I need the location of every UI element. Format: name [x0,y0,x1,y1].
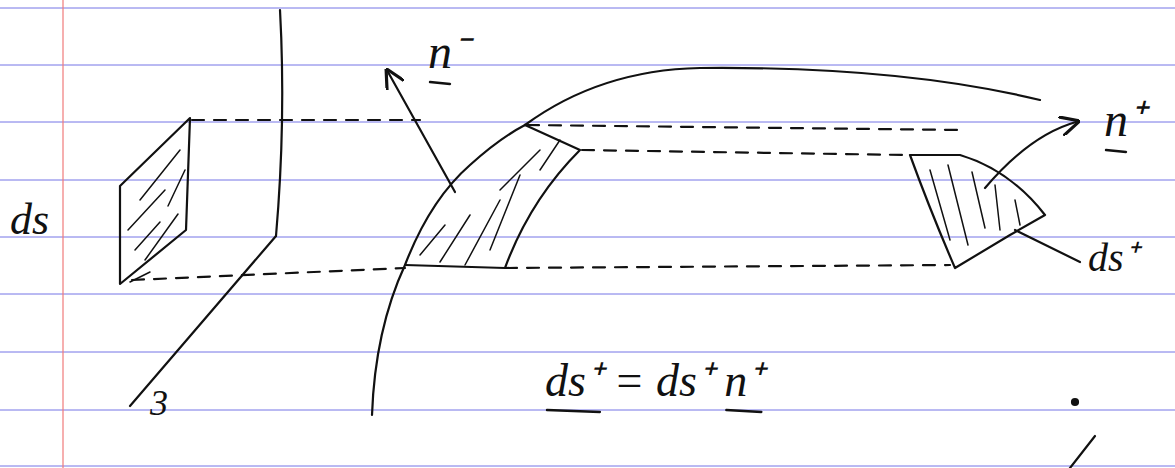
surface-outline [525,68,1040,125]
hatching [128,150,185,282]
ruled-line [0,65,1175,66]
normal-arrow [985,122,1076,188]
normal-arrow [388,72,455,192]
axis-line [130,236,276,406]
normal-symbol: n⁻ [428,28,468,76]
projection-line [132,268,405,280]
projection-line [582,150,905,155]
projected-area [120,118,190,284]
dot-mark [1072,399,1078,405]
normal-symbol: n⁺ [1104,96,1144,144]
ruled-line [0,122,1175,123]
illustration [120,10,1095,468]
area-symbol: ds⁺ [1088,238,1138,278]
margin-line [62,0,63,468]
hatching [420,140,560,265]
vector-underline [547,410,600,412]
axis-label: 3 [150,385,168,421]
ruled-line [0,180,1175,181]
underline-layer [430,82,1126,412]
axis-line [276,10,282,236]
ruled-line [0,294,1175,295]
projection-line [192,119,420,121]
pen-stroke [1070,436,1095,468]
surface-patch [405,125,580,268]
leader-line [1015,230,1080,262]
vector-underline [430,82,450,84]
vector-underline [726,410,761,412]
projection-line [505,265,950,268]
hatching [930,165,1020,245]
surface-patch [910,155,1045,268]
ruled-lines [0,8,1175,466]
ruled-line [0,8,1175,9]
vector-underline [1106,150,1126,152]
area-symbol: ds [10,198,49,242]
equation: ds⁺ = ds⁺ n⁺ [545,358,763,404]
projection-line [527,125,960,130]
ruled-line [0,466,1175,467]
surface-outline [372,125,525,415]
